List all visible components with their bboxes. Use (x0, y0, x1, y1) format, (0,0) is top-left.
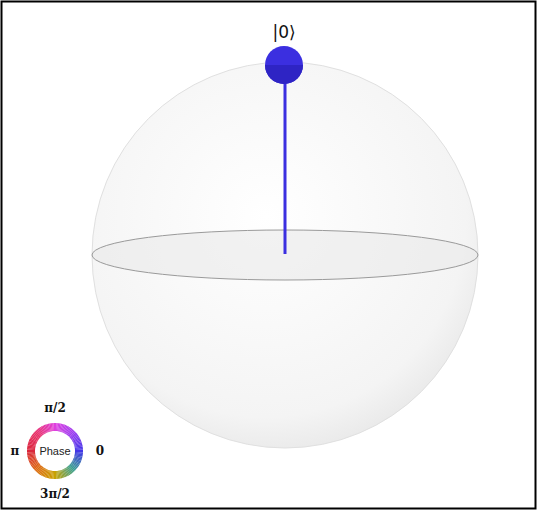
phase-wheel: Phase (26, 422, 84, 480)
sphere (92, 62, 478, 448)
phase-tick: π/2 (44, 401, 66, 415)
ring-segment (54, 471, 56, 479)
ring-segment (27, 450, 35, 452)
state-label: |0⟩ (272, 22, 295, 42)
phase-tick: π (11, 444, 20, 458)
phase-tick: 3π/2 (40, 487, 70, 501)
wheel-title: Phase (39, 445, 70, 457)
ring-segment (75, 451, 83, 453)
state-point (265, 46, 303, 84)
ring-segment (55, 423, 57, 431)
state-vector (284, 80, 287, 254)
state-point-shade (265, 65, 303, 84)
phase-tick: 0 (96, 444, 104, 458)
